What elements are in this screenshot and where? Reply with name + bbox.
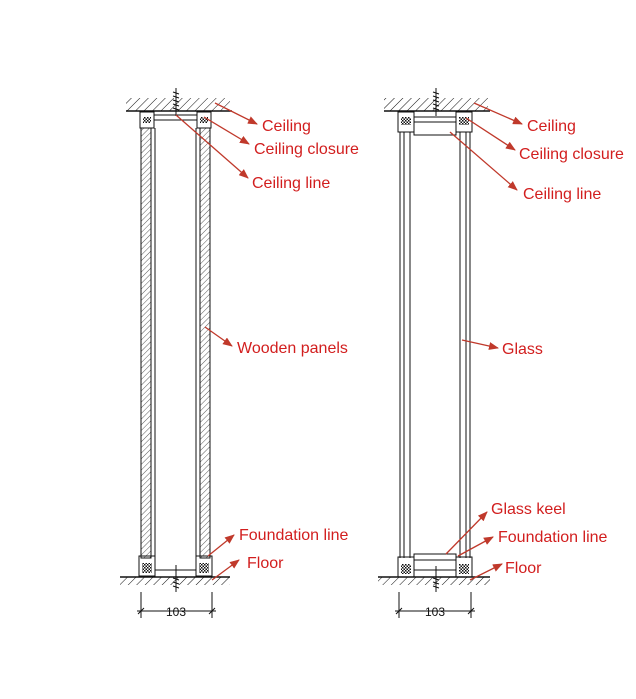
right-dimension-value: 103	[425, 605, 445, 619]
right-label-foundation-line: Foundation line	[498, 529, 608, 546]
left-arrows	[175, 102, 258, 581]
left-label-ceiling: Ceiling	[262, 118, 311, 135]
left-ceiling-screw	[172, 88, 180, 116]
left-dimension: 103	[137, 592, 216, 619]
left-ceiling-slab	[126, 98, 232, 112]
left-wooden-panels	[140, 127, 211, 559]
right-foundation	[397, 553, 473, 592]
left-label-ceiling-line: Ceiling line	[252, 175, 330, 192]
right-label-ceiling-closure: Ceiling closure	[519, 146, 624, 163]
left-ceiling-closure	[139, 111, 212, 129]
left-foundation	[138, 555, 213, 592]
left-label-ceiling-closure: Ceiling closure	[254, 141, 359, 158]
left-label-floor: Floor	[247, 555, 284, 572]
right-floor	[378, 576, 490, 585]
left-dimension-value: 103	[166, 605, 186, 619]
right-label-glass: Glass	[502, 341, 543, 358]
right-label-glass-keel: Glass keel	[491, 501, 566, 518]
right-label-floor: Floor	[505, 560, 542, 577]
right-glass-panes	[399, 132, 471, 558]
right-dimension: 103	[395, 592, 475, 619]
right-ceiling-closure	[397, 111, 473, 136]
right-label-ceiling-line: Ceiling line	[523, 186, 601, 203]
right-label-ceiling: Ceiling	[527, 118, 576, 135]
right-arrows	[445, 102, 523, 581]
left-label-wooden-panels: Wooden panels	[237, 340, 348, 357]
left-label-foundation-line: Foundation line	[239, 527, 349, 544]
left-floor	[120, 576, 230, 585]
left-section: 103 Ceiling Ceiling closure Ceiling line…	[120, 88, 359, 619]
right-section: 103 Ceiling Ceiling closure Ceiling line…	[378, 88, 624, 619]
right-ceiling-screw	[432, 88, 440, 116]
